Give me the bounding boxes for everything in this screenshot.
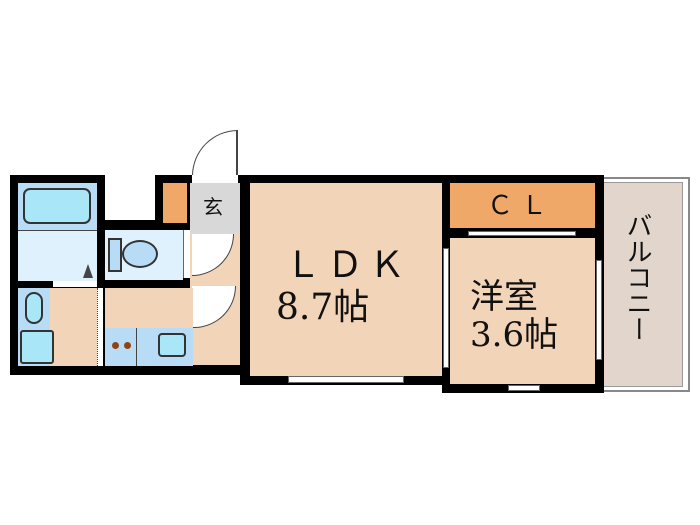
sliding-door [97,288,103,366]
stove-icon [105,328,137,366]
western-room-size: 3.6帖 [470,315,559,355]
sink-icon [158,333,186,357]
balcony-label: バルコニー [622,212,652,342]
western-room [450,238,595,384]
ldk-room [250,183,442,376]
ldk-western-door [443,248,449,368]
ldk-window [288,376,404,383]
entrance-door [192,130,238,176]
washbasin-icon [25,292,43,324]
ldk-name: ＬＤＫ [285,245,412,286]
shoe-closet [163,183,187,223]
western-window [508,385,540,391]
bath-door-opening [53,281,97,287]
entrance-label: 玄 [203,195,223,219]
ldk-size: 8.7帖 [276,287,370,328]
bathtub-icon [23,188,91,224]
entrance [190,183,240,233]
washing-machine-icon [20,330,54,364]
closet [450,183,595,228]
burner-icon [112,342,119,349]
toilet-bowl-icon [122,240,158,268]
balcony-floor [603,182,683,387]
western-room-name: 洋室 [470,277,538,317]
closet-label: ＣＬ [487,191,556,221]
bath-door-icon [83,264,93,278]
entrance-door-opening [192,175,238,183]
closet-door [468,231,576,236]
balcony-window [596,260,602,360]
burner-icon [124,342,131,349]
toilet-tank-icon [108,238,122,272]
toilet-door [183,230,191,278]
